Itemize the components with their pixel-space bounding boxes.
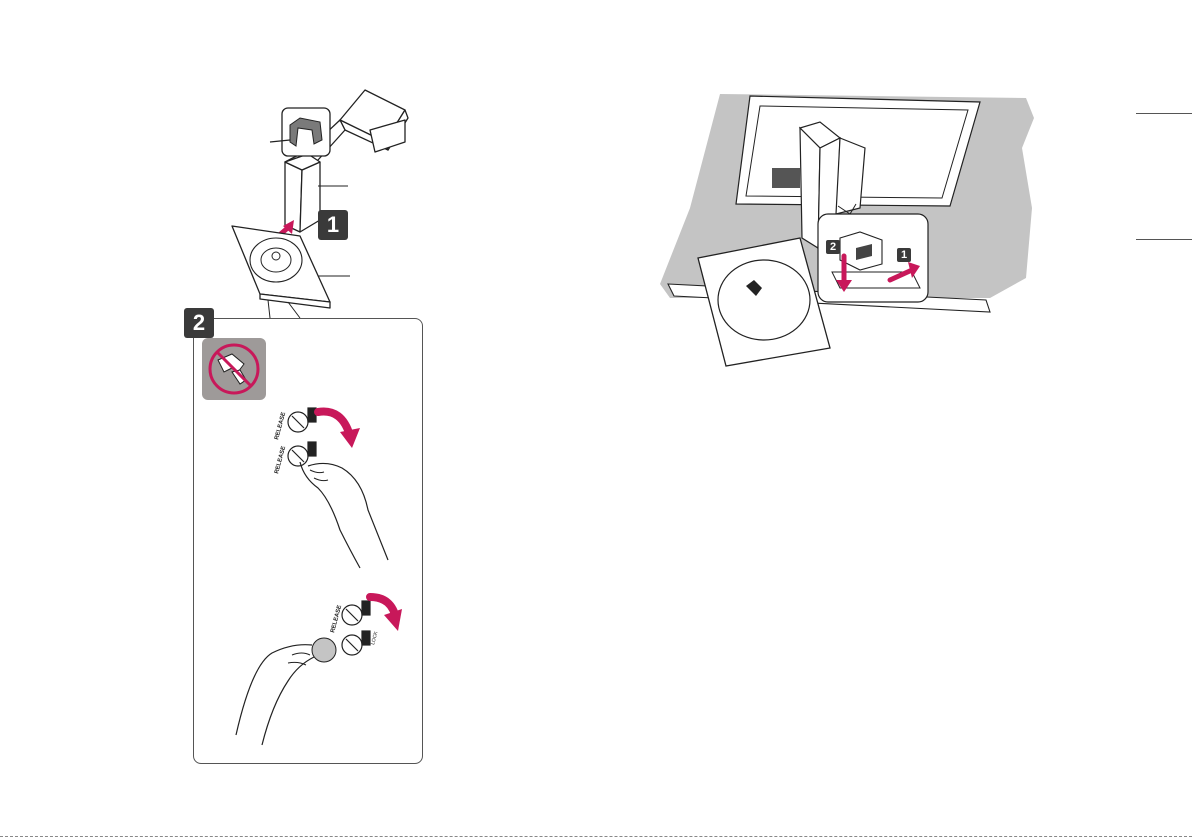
side-rule-bottom (1136, 239, 1192, 240)
page-bottom-rule (0, 836, 1192, 837)
side-rule-top (1136, 113, 1192, 114)
hand-rotating-screws-illustration: RELEASE RELEASE (270, 400, 410, 575)
step-1-label: 1 (327, 214, 339, 236)
release-label: RELEASE (274, 412, 287, 441)
monitor-attach-illustration (650, 88, 1040, 370)
step-1-badge: 1 (318, 210, 348, 240)
no-power-drill-warning (202, 338, 266, 400)
coin (312, 638, 336, 662)
lock-label: LOCK (370, 630, 379, 645)
release-label-3: RELEASE (330, 605, 343, 634)
release-label-2: RELEASE (274, 446, 287, 475)
detail-step-2-label: 2 (830, 242, 836, 253)
stand-assembly-illustration (190, 80, 430, 320)
detail-step-2-badge: 2 (826, 240, 840, 254)
detail-step-1-badge: 1 (897, 248, 911, 262)
no-power-drill-icon (202, 338, 266, 400)
coin-rotating-screws-illustration: RELEASE LOCK (232, 585, 402, 750)
detail-step-1-label: 1 (901, 250, 907, 261)
step-2-label: 2 (193, 312, 205, 334)
step-2-badge: 2 (184, 308, 214, 338)
